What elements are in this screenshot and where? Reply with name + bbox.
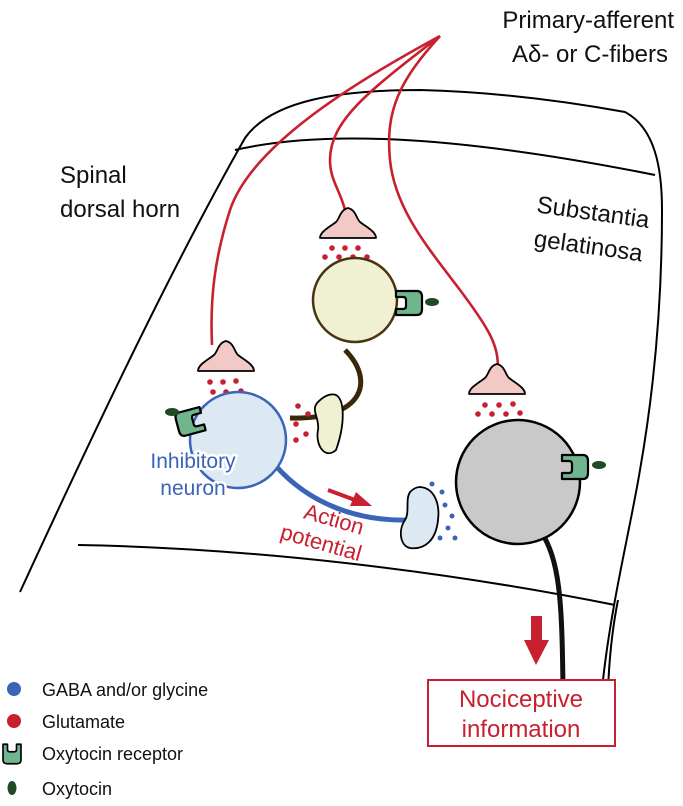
dorsal-horn-label-line1: Spinal <box>60 162 127 189</box>
excitatory-interneuron <box>311 256 399 344</box>
projection-axon <box>537 528 566 691</box>
afferent-label-line2: Aδ- or C-fibers <box>512 41 668 68</box>
oxytocin-molecule <box>425 298 439 306</box>
oxytocin-receptor-legend-icon <box>2 743 22 765</box>
legend-label-glutamate: Glutamate <box>42 712 125 732</box>
afferent-terminal-right <box>468 363 526 395</box>
gaba-glycine-dots <box>429 481 458 541</box>
dorsal-horn-outline <box>19 88 664 701</box>
dorsal-horn-label-line2: dorsal horn <box>60 196 180 223</box>
projection-neuron <box>454 418 582 546</box>
glutamate-legend-icon <box>7 714 21 728</box>
inhibitory-neuron <box>188 390 288 490</box>
action-potential-arrow <box>327 488 372 506</box>
inhibitory-label-line2: neuron <box>160 477 225 500</box>
sg-label-line2: gelatinosa <box>532 225 645 267</box>
nociceptive-output-box <box>427 679 616 747</box>
oxytocin-legend-icon <box>7 781 17 795</box>
output-arrow <box>524 616 549 665</box>
inhibitory-neuron-label: Inhibitory neuron <box>148 448 239 503</box>
primary-afferent-fibers <box>210 34 500 369</box>
inhibitory-terminal <box>399 486 440 550</box>
afferent-terminal-left <box>197 340 255 372</box>
inhibitory-label-line1: Inhibitory <box>150 450 236 473</box>
legend-label-gaba: GABA and/or glycine <box>42 680 208 700</box>
excitatory-axon <box>289 348 364 421</box>
oxytocin-receptor-projection <box>560 453 606 481</box>
afferent-label-line1: Primary-afferent <box>502 7 674 34</box>
output-label-line2: information <box>462 716 581 743</box>
oxytocin-molecule <box>165 408 179 416</box>
legend-label-oxytocin: Oxytocin <box>42 779 112 799</box>
excitatory-terminal <box>314 393 344 455</box>
oxytocin-receptor-excitatory <box>394 289 439 317</box>
glutamate-dots <box>207 245 523 443</box>
gaba-glycine-legend-icon <box>7 682 21 696</box>
legend: GABA and/or glycine Glutamate Oxytocin r… <box>2 680 208 799</box>
oxytocin-receptor-inhibitory <box>165 405 207 439</box>
output-label-line1: Nociceptive <box>459 686 583 713</box>
legend-label-receptor: Oxytocin receptor <box>42 744 183 764</box>
afferent-terminal-middle <box>319 207 377 239</box>
inhibitory-axon <box>273 463 413 523</box>
oxytocin-molecule <box>592 461 606 469</box>
